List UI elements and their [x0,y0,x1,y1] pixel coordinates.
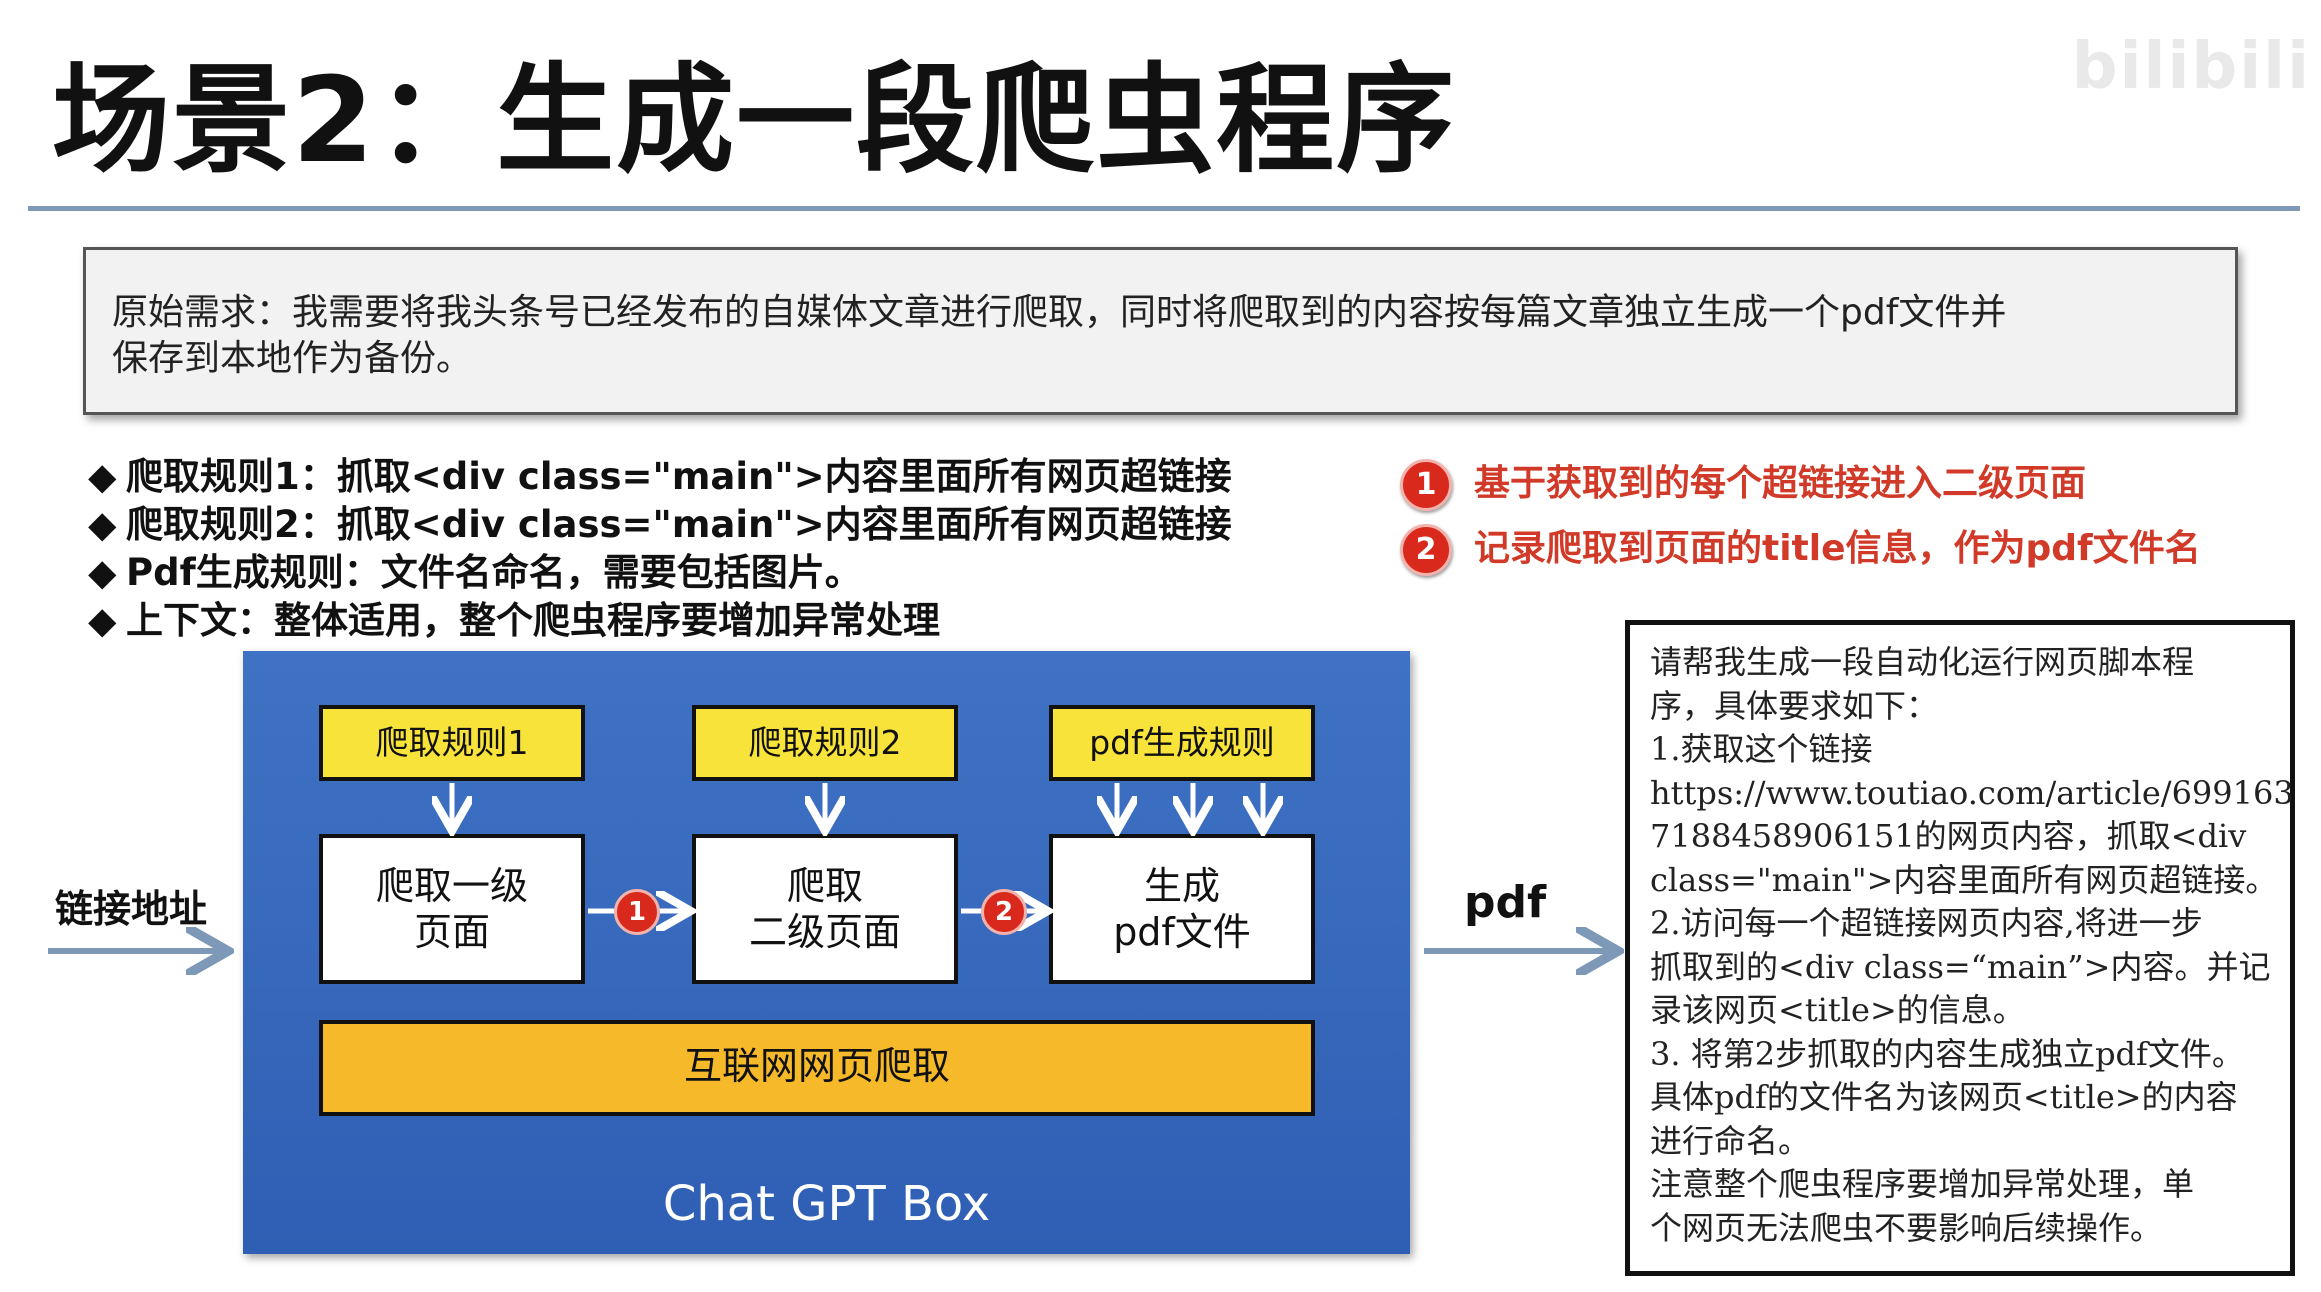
chatgpt-box-label: Chat GPT Box [662,1176,991,1232]
prompt-line: 序，具体要求如下： [1650,686,1939,725]
requirement-line-2: 保存到本地作为备份。 [112,338,473,379]
rule-text: 上下文：整体适用，整个爬虫程序要增加异常处理 [126,599,940,642]
diamond-bullet-icon: ◆ [88,455,117,498]
prompt-line: 具体pdf的文件名为该网页<title>的内容 [1650,1078,2238,1116]
flow-step-badge: 1 [614,889,660,935]
rule-text: Pdf生成规则：文件名命名，需要包括图片。 [126,551,862,594]
title-divider [28,206,2300,211]
process-box-pdf: 生成 pdf文件 [1049,834,1315,984]
process-box-level1: 爬取一级 页面 [319,834,585,984]
prompt-line: 录该网页<title>的信息。 [1650,991,2025,1029]
rule-item: ◆上下文：整体适用，整个爬虫程序要增加异常处理 [88,590,940,644]
prompt-line: 1.获取这个链接 [1650,730,1873,768]
process-label: 页面 [413,910,490,954]
rule-box-2: 爬取规则2 [692,705,958,781]
rule-item: ◆爬取规则2：抓取<div class="main">内容里面所有网页超链接 [88,494,1232,548]
prompt-line: 3. 将第2步抓取的内容生成独立pdf文件。 [1650,1034,2244,1073]
rule-item: ◆爬取规则1：抓取<div class="main">内容里面所有网页超链接 [88,446,1232,500]
step-badge: 2 [1400,524,1452,576]
input-label: 链接地址 [55,887,208,931]
output-label: pdf [1464,877,1547,928]
requirement-box: 原始需求：我需要将我头条号已经发布的自媒体文章进行爬取，同时将爬取到的内容按每篇… [83,247,2238,415]
prompt-line: https://www.toutiao.com/article/699163 [1650,773,2294,812]
prompt-line: 注意整个爬虫程序要增加异常处理，单 [1650,1165,2195,1203]
prompt-line: 进行命名。 [1650,1121,1811,1160]
requirement-line-1: 原始需求：我需要将我头条号已经发布的自媒体文章进行爬取，同时将爬取到的内容按每篇… [112,292,2007,333]
rule-box-pdf: pdf生成规则 [1049,705,1315,781]
process-label: 爬取一级 [375,864,528,908]
diamond-bullet-icon: ◆ [88,503,117,546]
process-label: 二级页面 [748,910,901,954]
process-box-level2: 爬取 二级页面 [692,834,958,984]
flow-step-badge: 2 [981,889,1027,935]
bilibili-watermark-logo: bilibili [2071,30,2311,104]
process-label: 生成 [1143,864,1220,908]
prompt-line: 个网页无法爬虫不要影响后续操作。 [1650,1208,2163,1247]
note-text: 记录爬取到页面的title信息，作为pdf文件名 [1474,528,2201,569]
step-badge: 1 [1400,459,1452,511]
rule-item: ◆Pdf生成规则：文件名命名，需要包括图片。 [88,542,862,596]
process-label: pdf文件 [1113,910,1251,954]
note-item: 2 记录爬取到页面的title信息，作为pdf文件名 [1400,519,2201,576]
note-item: 1 基于获取到的每个超链接进入二级页面 [1400,454,2086,511]
prompt-box: 请帮我生成一段自动化运行网页脚本程 序，具体要求如下： 1.获取这个链接 htt… [1625,620,2295,1276]
prompt-line: class="main">内容里面所有网页超链接。 [1650,860,2278,899]
diamond-bullet-icon: ◆ [88,551,117,594]
prompt-line: 抓取到的<div class=“main”>内容。并记 [1650,947,2271,986]
process-label: 爬取 [786,864,863,908]
prompt-line: 7188458906151的网页内容，抓取<div [1650,817,2247,855]
slide-title: 场景2：生成一段爬虫程序 [52,51,1457,189]
internet-crawl-bar: 互联网网页爬取 [319,1020,1315,1116]
diamond-bullet-icon: ◆ [88,599,117,642]
rule-text: 爬取规则1：抓取<div class="main">内容里面所有网页超链接 [126,455,1232,498]
prompt-line: 请帮我生成一段自动化运行网页脚本程 [1650,643,2195,681]
rule-box-1: 爬取规则1 [319,705,585,781]
rule-text: 爬取规则2：抓取<div class="main">内容里面所有网页超链接 [126,503,1232,546]
prompt-line: 2.访问每一个超链接网页内容,将进一步 [1650,904,2203,942]
note-text: 基于获取到的每个超链接进入二级页面 [1474,463,2087,504]
